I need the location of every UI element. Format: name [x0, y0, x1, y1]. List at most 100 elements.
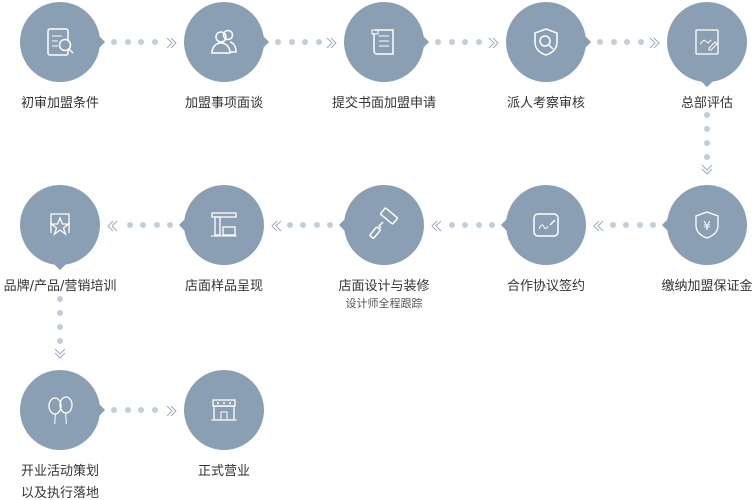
connector-dot: [167, 222, 173, 228]
svg-text:¥: ¥: [703, 219, 711, 233]
step-9: [178, 185, 264, 265]
connector-dot: [138, 39, 144, 45]
step-label: 店面样品呈现: [184, 279, 263, 294]
shield-search-icon: [526, 22, 566, 62]
step-8: [338, 185, 424, 265]
step-10: [20, 185, 100, 271]
connector-dot: [610, 39, 617, 45]
step-circle: [20, 185, 100, 265]
connector-dot: [315, 39, 322, 45]
chevron-icon: [269, 218, 283, 237]
connector-dot: [704, 154, 710, 160]
step-sublabel: 设计师全程跟踪: [345, 297, 423, 310]
connector-dot: [57, 296, 63, 302]
connector-dot: [475, 39, 482, 45]
connector-dot: [275, 39, 281, 45]
connector-dot: [448, 222, 455, 228]
step-11: [20, 370, 106, 450]
step-circle: [344, 185, 424, 265]
step-label: 品牌/产品/营销培训: [3, 279, 117, 294]
step-circle: [344, 2, 424, 82]
step-label: 店面设计与装修: [338, 279, 430, 294]
star-board-icon: [40, 205, 80, 245]
step-circle: [184, 185, 264, 265]
connector-dot: [609, 222, 616, 228]
connector-dot: [597, 39, 603, 45]
connector-dot: [57, 324, 63, 330]
connector-dot: [475, 222, 482, 228]
chevron-icon: [648, 35, 662, 54]
step-label: 派人考察审核: [506, 96, 585, 111]
connector-dot: [489, 222, 495, 228]
connector-dot: [704, 140, 710, 146]
connector-dot: [637, 39, 644, 45]
scroll-icon: [364, 22, 404, 62]
step-7: [500, 185, 586, 265]
storefront-icon: [204, 205, 244, 245]
step-label: 加盟事项面谈: [184, 96, 263, 111]
connector-dot: [151, 39, 158, 45]
connector-dot: [111, 407, 117, 413]
connector-dot: [124, 39, 131, 45]
connector-dot: [286, 222, 293, 228]
connector-dot: [462, 222, 468, 228]
step-circle: [506, 2, 586, 82]
users-icon: [204, 22, 244, 62]
paint-roller-icon: [364, 205, 404, 245]
step-label: 提交书面加盟申请: [331, 96, 436, 111]
connector-dot: [313, 222, 320, 228]
step-label: 总部评估: [680, 96, 733, 111]
edit-chart-icon: [687, 22, 727, 62]
step-label-line2: 以及执行落地: [20, 486, 99, 500]
chevron-icon: [700, 162, 714, 181]
chevron-icon: [165, 403, 179, 422]
connector-dot: [623, 222, 629, 228]
chevron-icon: [105, 218, 119, 237]
connector-dot: [302, 39, 308, 45]
step-12: [184, 370, 264, 450]
connector-dot: [124, 407, 131, 413]
chevron-icon: [429, 218, 443, 237]
step-2: [184, 2, 270, 82]
step-label: 初审加盟条件: [20, 96, 99, 111]
chevron-icon: [165, 35, 179, 54]
connector-dot: [140, 222, 146, 228]
connector-dot: [327, 222, 333, 228]
step-6: ¥: [661, 185, 747, 265]
shield-yen-icon: ¥: [687, 205, 727, 245]
chevron-icon: [591, 218, 605, 237]
step-circle: [184, 370, 264, 450]
document-search-icon: [40, 22, 80, 62]
connector-dot: [636, 222, 643, 228]
step-3: [344, 2, 430, 82]
step-4: [506, 2, 592, 82]
shop-icon: [204, 390, 244, 430]
step-label: 合作协议签约: [506, 279, 585, 294]
chevron-icon: [53, 346, 67, 365]
connector-dot: [151, 407, 158, 413]
step-circle: [506, 185, 586, 265]
step-label: 缴纳加盟保证金: [661, 279, 753, 294]
sign-icon: [526, 205, 566, 245]
step-5: [667, 2, 747, 88]
step-label: 正式营业: [197, 464, 250, 479]
connector-dot: [462, 39, 468, 45]
connector-dot: [300, 222, 306, 228]
connector-dot: [111, 39, 117, 45]
balloons-icon: [40, 390, 80, 430]
step-circle: [667, 185, 747, 265]
connector-dot: [57, 338, 63, 344]
step-circle: [184, 2, 264, 82]
connector-dot: [704, 126, 710, 132]
connector-dot: [57, 310, 63, 316]
chevron-icon: [325, 35, 339, 54]
connector-dot: [704, 112, 710, 118]
chevron-icon: [487, 35, 501, 54]
connector-dot: [448, 39, 455, 45]
step-1: [20, 2, 106, 82]
connector-dot: [138, 407, 144, 413]
connector-dot: [153, 222, 160, 228]
connector-dot: [624, 39, 630, 45]
step-label: 开业活动策划: [20, 464, 99, 479]
